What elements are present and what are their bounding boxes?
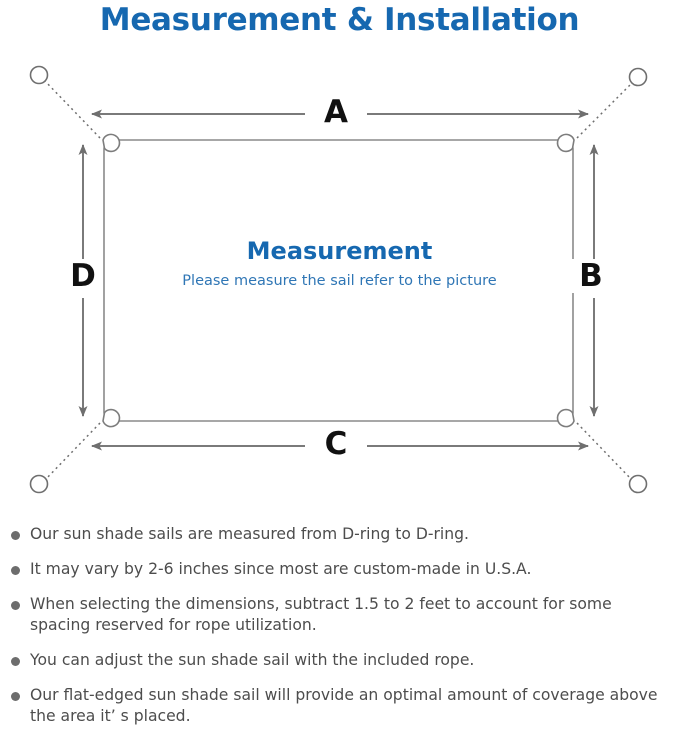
sail-measurement-diagram: A B C D Measurement Please measure the s… — [0, 46, 679, 516]
page-title: Measurement & Installation — [99, 2, 580, 38]
bullet-icon — [11, 657, 20, 666]
rope-line-top-left — [43, 79, 101, 139]
measurement-subtitle: Please measure the sail refer to the pic… — [182, 273, 497, 289]
anchor-point-bottom-right — [628, 474, 648, 494]
dimension-label-c: C — [305, 427, 367, 461]
diagram-canvas — [29, 65, 648, 494]
list-item: Our sun shade sails are measured from D-… — [0, 524, 679, 545]
note-text: Our sun shade sails are measured from D-… — [30, 525, 469, 543]
list-item: It may vary by 2-6 inches since most are… — [0, 559, 679, 580]
anchor-point-top-right — [628, 67, 648, 87]
anchor-circles — [29, 65, 648, 494]
bullet-icon — [11, 566, 20, 575]
rope-line-bottom-right — [576, 422, 633, 481]
diagram-center-caption: Measurement Please measure the sail refe… — [0, 236, 679, 293]
d-ring-bottom-right — [556, 408, 575, 428]
corner-d-rings — [102, 133, 575, 428]
bullet-icon — [11, 692, 20, 701]
anchor-point-top-left — [29, 65, 49, 85]
bullet-icon — [11, 601, 20, 610]
measurement-title: Measurement — [246, 237, 433, 265]
rope-line-top-right — [576, 81, 634, 139]
dimension-label-a: A — [305, 95, 367, 129]
dimension-label-b: B — [571, 259, 611, 293]
bullet-icon — [11, 531, 20, 540]
d-ring-bottom-left — [102, 408, 121, 428]
note-text: It may vary by 2-6 inches since most are… — [30, 560, 532, 578]
list-item: Our flat-edged sun shade sail will provi… — [0, 685, 679, 727]
rope-line-bottom-left — [44, 422, 101, 481]
list-item: When selecting the dimensions, subtract … — [0, 594, 679, 636]
dimension-label-d: D — [63, 259, 103, 293]
note-text: When selecting the dimensions, subtract … — [30, 595, 612, 634]
d-ring-top-left — [102, 133, 121, 153]
d-ring-top-right — [556, 133, 575, 153]
list-item: You can adjust the sun shade sail with t… — [0, 650, 679, 671]
notes-list: Our sun shade sails are measured from D-… — [0, 524, 679, 741]
anchor-point-bottom-left — [29, 474, 49, 494]
rope-lines — [43, 79, 634, 481]
note-text: You can adjust the sun shade sail with t… — [30, 651, 475, 669]
note-text: Our flat-edged sun shade sail will provi… — [30, 686, 658, 725]
dimension-arrows — [78, 109, 599, 451]
